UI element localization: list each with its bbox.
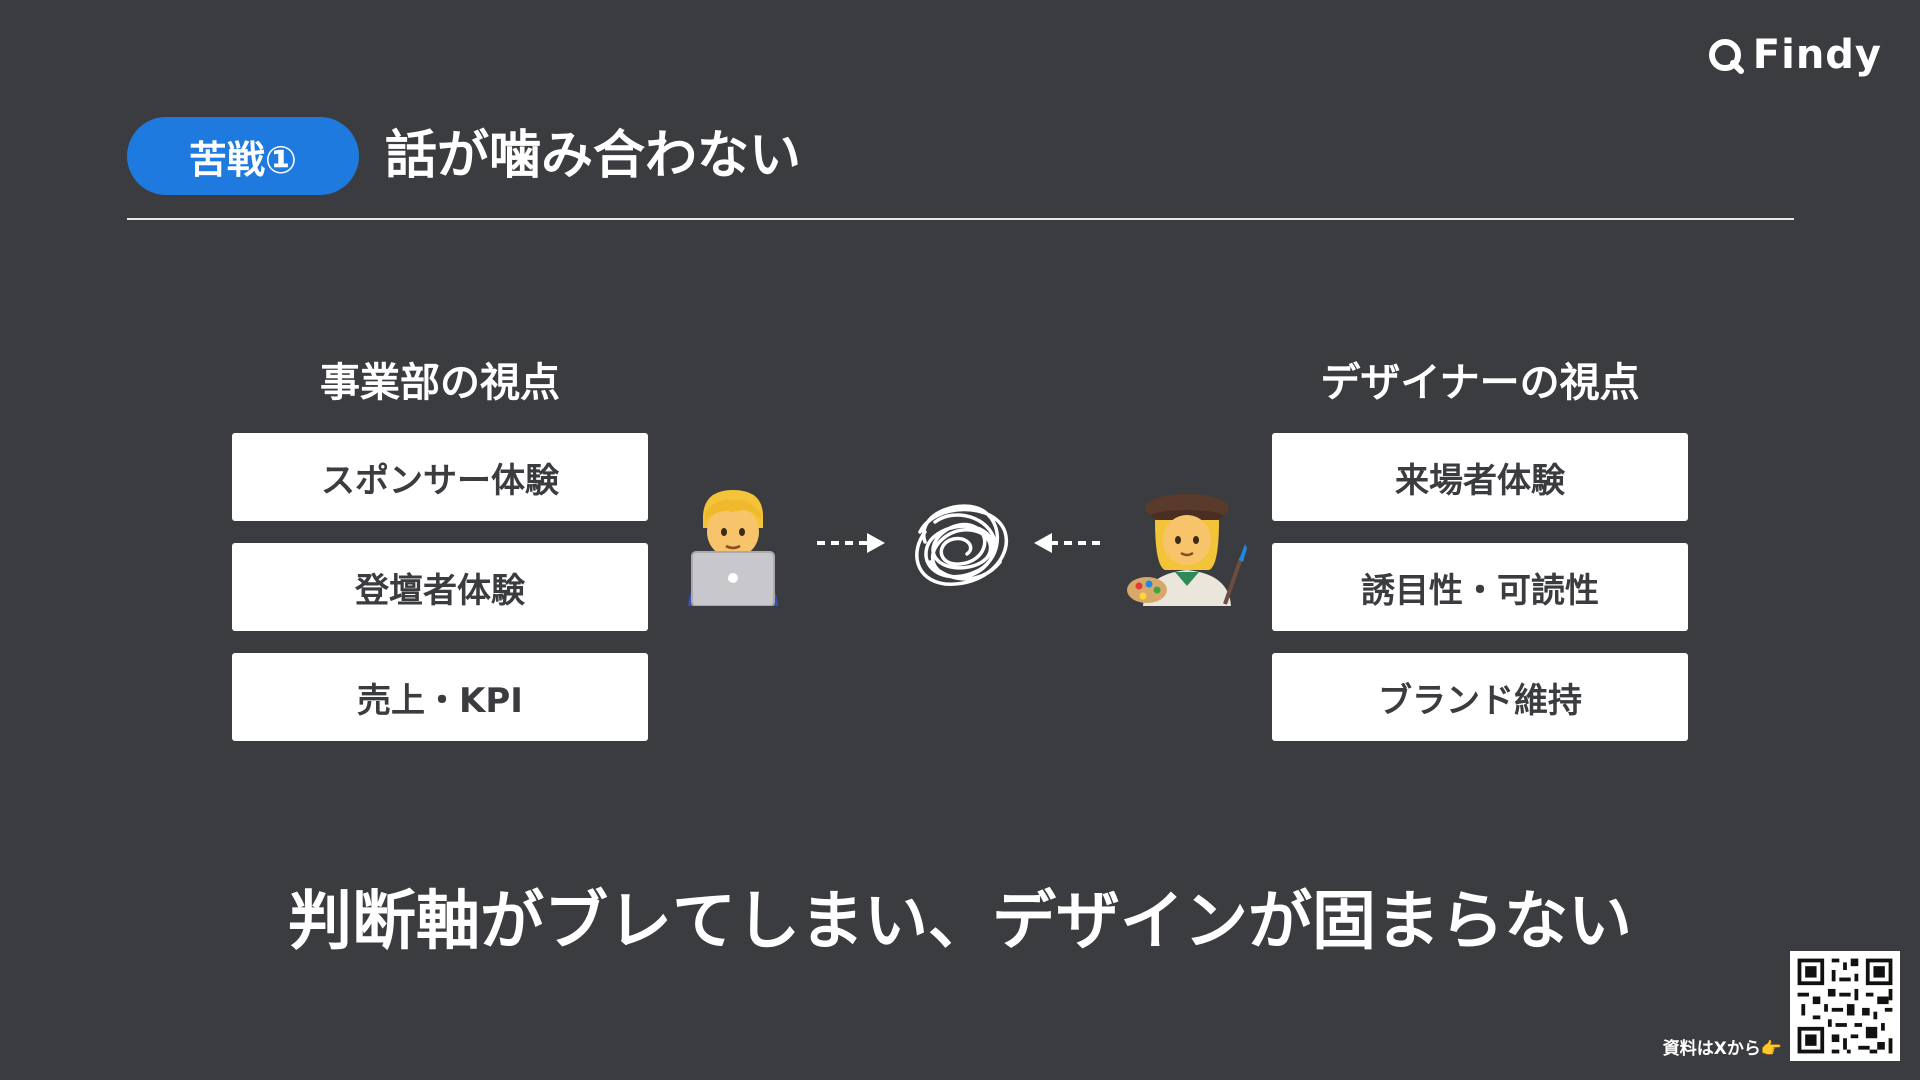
designer-item-2: 誘目性・可読性 — [1272, 543, 1688, 631]
conclusion-text: 判断軸がブレてしまい、デザインが固まらない — [288, 885, 1632, 959]
section-badge: 苦戦① — [127, 117, 359, 195]
qr-caption: 資料はXから👉 — [1662, 1039, 1782, 1059]
designer-view-heading: デザイナーの視点 — [1320, 360, 1640, 406]
brand-logo: Findy — [1707, 32, 1882, 78]
business-item-3: 売上・KPI — [232, 653, 648, 741]
dashed-arrow-right-icon — [817, 533, 885, 553]
designer-item-3: ブランド維持 — [1272, 653, 1688, 741]
dashed-arrow-left-icon — [1034, 533, 1102, 553]
business-view-heading: 事業部の視点 — [320, 360, 560, 406]
business-item-2: 登壇者体験 — [232, 543, 648, 631]
man-technologist-icon — [688, 490, 778, 606]
qr-code-icon[interactable] — [1790, 951, 1900, 1061]
findy-logo-icon — [1708, 39, 1744, 74]
scribble-tangle-icon — [915, 504, 1009, 586]
business-item-1: スポンサー体験 — [232, 433, 648, 521]
brand-name: Findy — [1752, 32, 1882, 78]
designer-item-1: 来場者体験 — [1272, 433, 1688, 521]
header-divider — [127, 218, 1794, 220]
page-title: 話が噛み合わない — [385, 126, 802, 186]
woman-artist-icon — [1127, 494, 1247, 606]
